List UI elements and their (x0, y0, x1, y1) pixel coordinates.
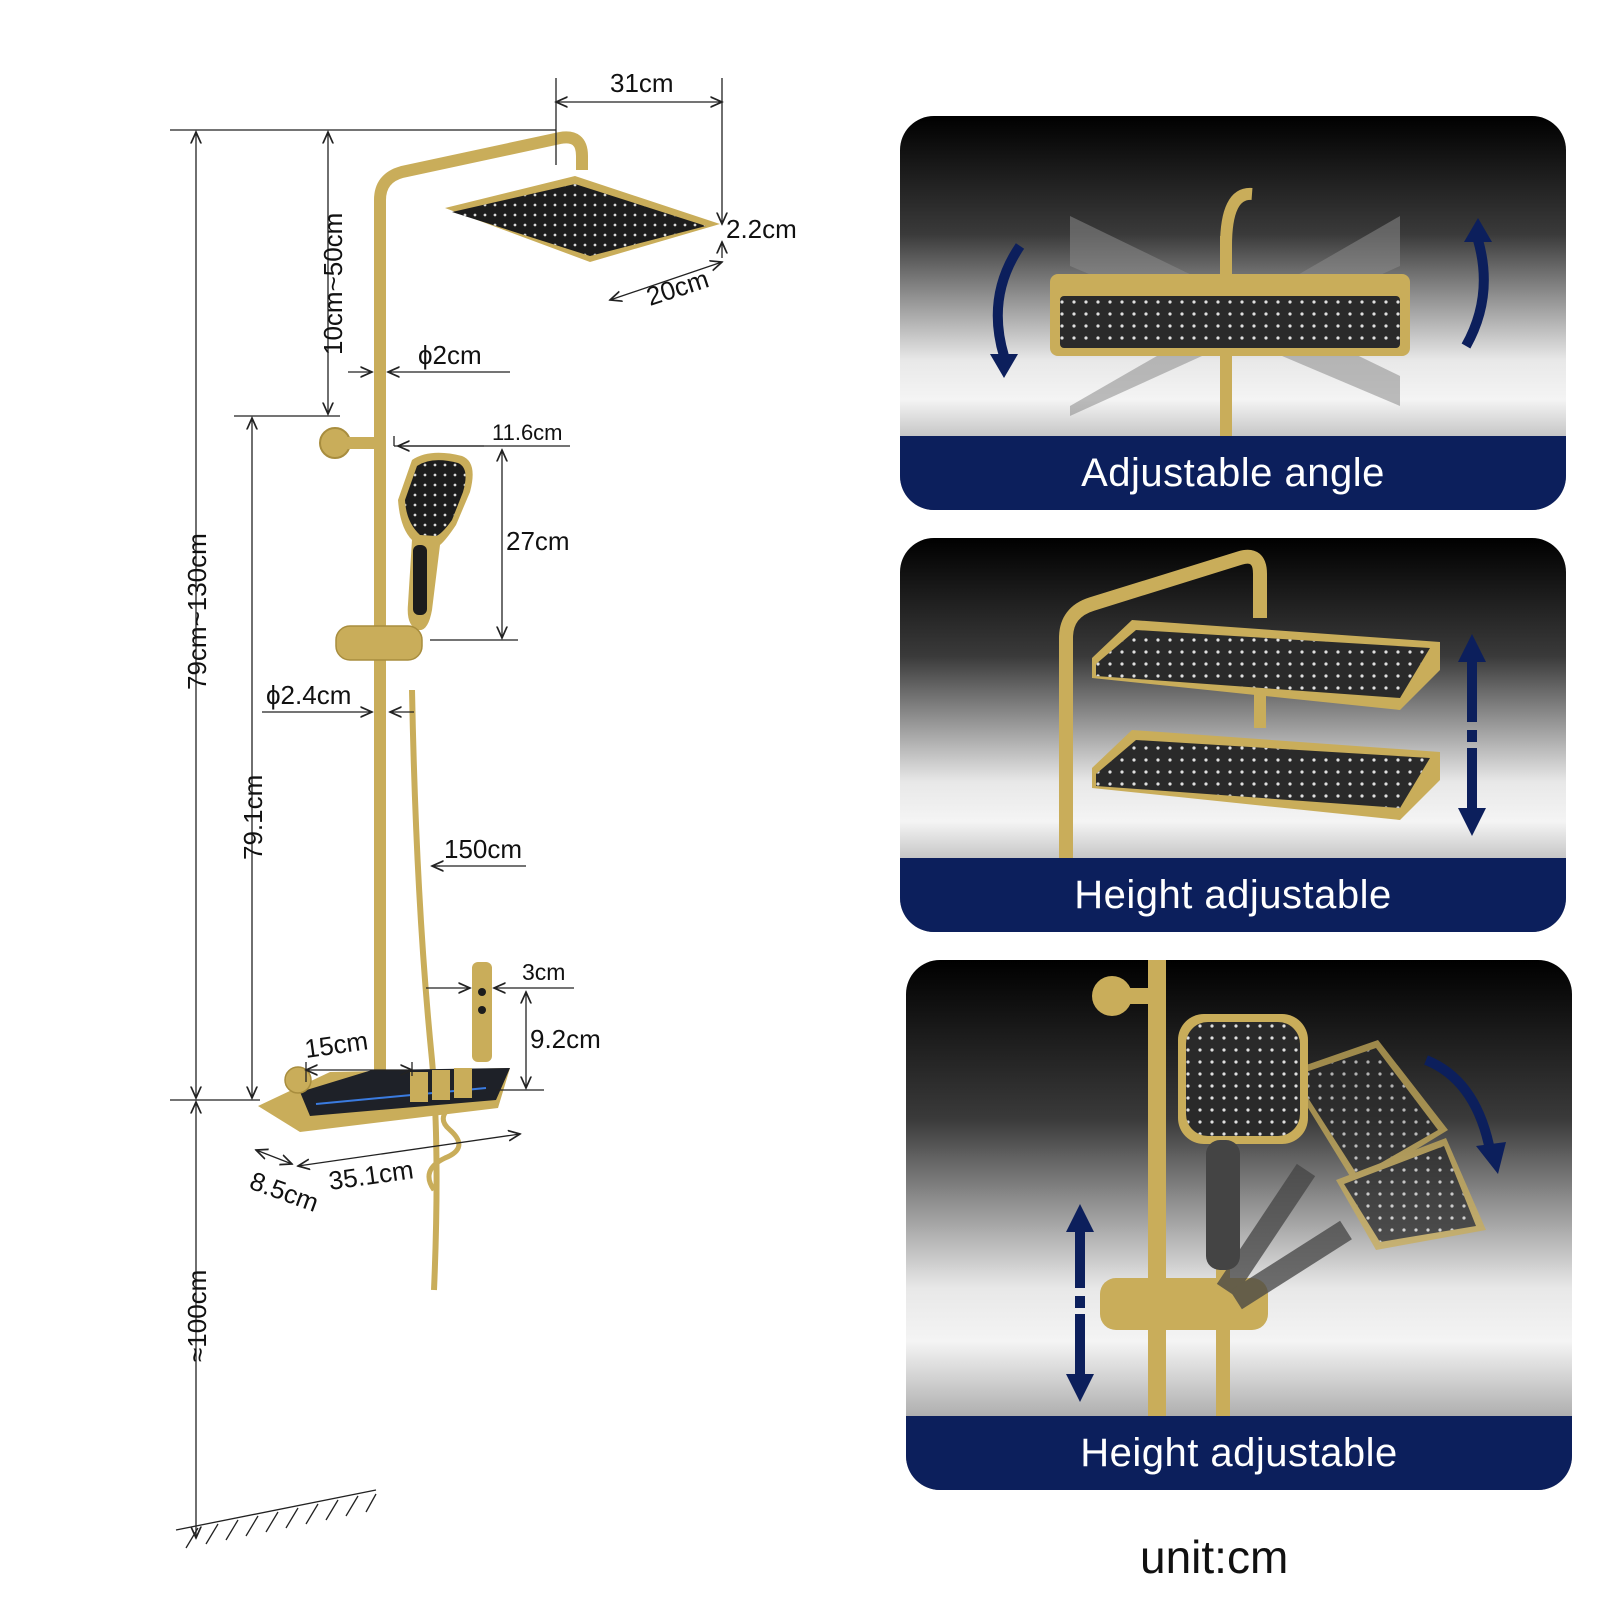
shower-system-drawing (258, 131, 720, 1291)
dim-shelf-depth: 8.5cm (246, 1165, 323, 1217)
rain-shower-head (445, 176, 720, 262)
dim-total-height: 79cm~130cm (182, 533, 212, 690)
dim-pipe-diameter-upper: ϕ2cm (418, 340, 482, 370)
panel-caption-height-adjustable-head: Height adjustable (900, 858, 1566, 932)
vertical-double-arrow-icon (1458, 634, 1486, 836)
tilt-arrow-icon (1424, 1055, 1495, 1151)
dim-floor-height: ≈100cm (182, 1270, 212, 1362)
dim-pipe-diameter-lower: ϕ2.4cm (266, 680, 351, 710)
height-adjustable-handset-illustration (1066, 960, 1506, 1420)
dim-head-thickness: 2.2cm (726, 214, 797, 244)
dim-handset-length: 27cm (506, 526, 570, 556)
dim-spout-height: 9.2cm (530, 1024, 601, 1054)
hand-shower (398, 452, 473, 631)
feature-panel-height-adjustable-head: Height adjustable (900, 538, 1566, 932)
dim-shelf-pipe-offset: 15cm (303, 1025, 370, 1064)
rotate-down-arrow-icon (992, 243, 1025, 358)
thermostatic-shelf (258, 1066, 510, 1132)
height-adjustable-head-illustration (1059, 549, 1486, 858)
panel-caption-height-adjustable-handset: Height adjustable (906, 1416, 1572, 1490)
dim-lower-height: 79.1cm (238, 775, 268, 860)
unit-label: unit:cm (1140, 1531, 1289, 1583)
feature-panel-height-adjustable-handset: Height adjustable (906, 960, 1572, 1490)
dim-handset-offset: 11.6cm (492, 420, 563, 445)
dim-width-top: 31cm (610, 68, 674, 98)
adjustable-angle-illustration (990, 188, 1492, 436)
panel-caption-adjustable-angle: Adjustable angle (900, 436, 1566, 510)
dim-head-depth: 20cm (643, 264, 713, 312)
rotate-up-arrow-icon (1461, 238, 1489, 349)
floor-hatching (175, 1489, 377, 1549)
shower-dimension-diagram: 31cm 2.2cm 20cm 10cm~50cm ϕ2cm 11.6cm 27… (170, 68, 797, 1549)
dim-arm-drop: 10cm~50cm (318, 213, 348, 355)
dim-hose-length: 150cm (444, 834, 522, 864)
vertical-double-arrow-icon (1066, 1204, 1094, 1402)
feature-panel-adjustable-angle: Adjustable angle (900, 116, 1566, 510)
dim-spout-width: 3cm (522, 959, 565, 985)
